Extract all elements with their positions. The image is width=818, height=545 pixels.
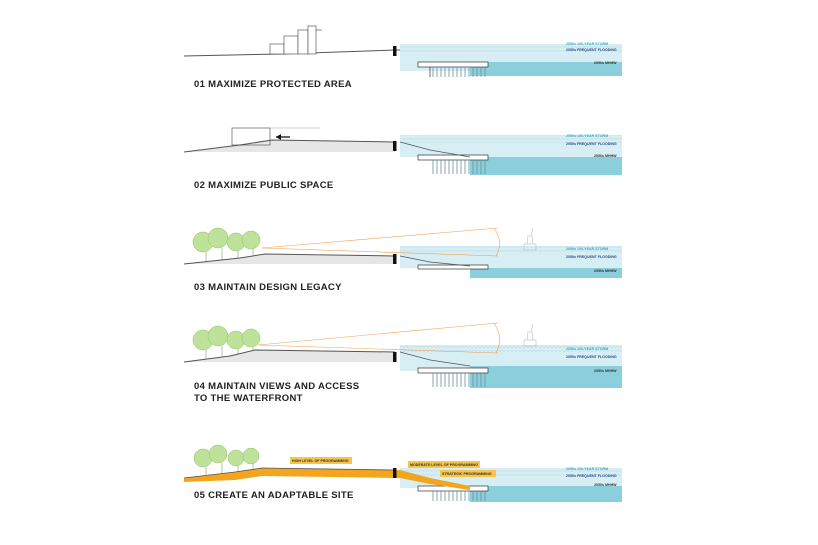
raised-landform: [183, 139, 471, 158]
building-icon: [269, 25, 322, 55]
floodwall: [393, 468, 397, 478]
svg-text:STRATEGIC PROGRAMMING: STRATEGIC PROGRAMMING: [442, 472, 492, 476]
level-frequent-flooding: 2050s FREQUENT FLOODING: [566, 474, 617, 478]
statue-of-liberty-icon: [523, 323, 537, 347]
water-body: [400, 246, 622, 278]
floodwall: [393, 141, 397, 151]
level-mhhw: 2050s MHHW: [594, 483, 617, 487]
section-caption-line2: TO THE WATERFRONT: [194, 393, 303, 404]
pier-platform: [417, 367, 489, 387]
level-frequent-flooding: 2050s FREQUENT FLOODING: [566, 142, 617, 146]
level-storm: 2050s 100-YEAR STORM: [566, 42, 608, 46]
programming-landform: [183, 467, 470, 490]
section-caption: 05 CREATE AN ADAPTABLE SITE: [194, 490, 354, 501]
level-mhhw: 2050s MHHW: [594, 61, 617, 65]
section-caption: 03 MAINTAIN DESIGN LEGACY: [194, 282, 342, 293]
floodwall: [393, 352, 397, 362]
level-mhhw: 2050s MHHW: [594, 269, 617, 273]
water-body: [400, 345, 622, 388]
section-5: HIGH LEVEL OF PROGRAMMING MODERATE LEVEL…: [183, 444, 622, 502]
floodwall: [393, 254, 397, 264]
level-frequent-flooding: 2050s FREQUENT FLOODING: [566, 355, 617, 359]
programming-tag-moderate: MODERATE LEVEL OF PROGRAMMING: [408, 461, 480, 468]
level-storm: 2050s 100-YEAR STORM: [566, 134, 608, 138]
section-caption: 01 MAXIMIZE PROTECTED AREA: [194, 79, 352, 90]
section-1: 2050s 100-YEAR STORM 2050s FREQUENT FLOO…: [183, 25, 622, 90]
raised-landform: [183, 349, 471, 367]
level-frequent-flooding: 2050s FREQUENT FLOODING: [566, 255, 617, 259]
floodwall: [393, 46, 397, 56]
svg-text:HIGH LEVEL OF PROGRAMMING: HIGH LEVEL OF PROGRAMMING: [292, 459, 349, 463]
section-3: 2050s 100-YEAR STORM 2050s FREQUENT FLOO…: [183, 227, 622, 293]
level-frequent-flooding: 2050s FREQUENT FLOODING: [566, 48, 617, 52]
section-4: 2050s 100-YEAR STORM 2050s FREQUENT FLOO…: [183, 322, 622, 404]
arrow-left-icon: [276, 134, 281, 140]
trees: [192, 227, 261, 263]
ground-profile: [183, 49, 400, 57]
sightline: [261, 227, 500, 257]
water-body: [400, 135, 622, 175]
svg-text:MODERATE LEVEL OF PROGRAMMING: MODERATE LEVEL OF PROGRAMMING: [410, 463, 478, 467]
raised-landform: [183, 253, 471, 267]
trees: [192, 325, 261, 361]
section-caption-line1: 04 MAINTAIN VIEWS AND ACCESS: [194, 381, 359, 392]
section-caption: 02 MAXIMIZE PUBLIC SPACE: [194, 180, 334, 191]
pier-platform: [417, 61, 489, 77]
programming-tag-high: HIGH LEVEL OF PROGRAMMING: [290, 457, 352, 464]
trees: [193, 444, 260, 478]
pier-platform: [417, 154, 489, 174]
level-mhhw: 2050s MHHW: [594, 369, 617, 373]
programming-tag-strategic: STRATEGIC PROGRAMMING: [440, 470, 496, 477]
pier-platform: [417, 264, 489, 270]
building-outline: [231, 127, 320, 146]
level-mhhw: 2050s MHHW: [594, 154, 617, 158]
level-storm: 2050s 100-YEAR STORM: [566, 247, 608, 251]
level-storm: 2050s 100-YEAR STORM: [566, 347, 608, 351]
statue-of-liberty-icon: [523, 227, 537, 251]
sightline: [257, 322, 500, 354]
section-2: 2050s 100-YEAR STORM 2050s FREQUENT FLOO…: [183, 127, 622, 191]
pier-platform: [417, 485, 489, 501]
level-storm: 2050s 100-YEAR STORM: [566, 467, 608, 471]
